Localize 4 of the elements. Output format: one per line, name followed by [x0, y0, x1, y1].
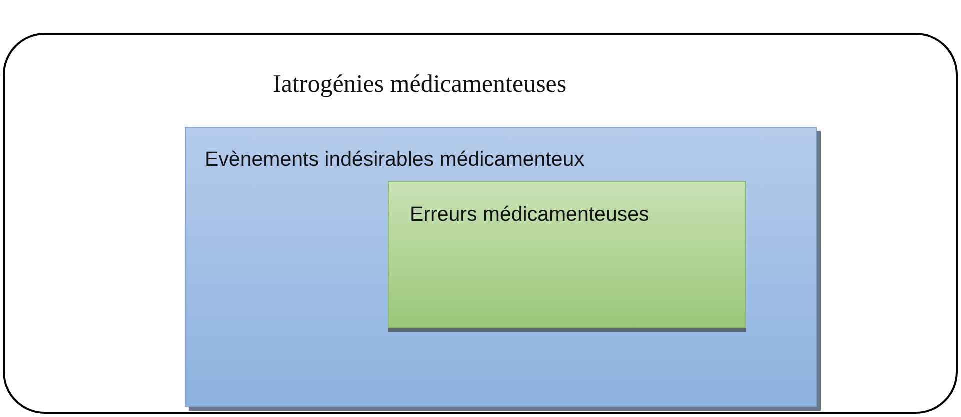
outer-rounded-frame — [3, 33, 958, 414]
box-heading: Evènements indésirables médicamenteux — [205, 148, 584, 172]
box-heading: Erreurs médicamenteuses — [410, 203, 650, 227]
box-heading: Iatrogénies médicamenteuses — [273, 71, 567, 99]
